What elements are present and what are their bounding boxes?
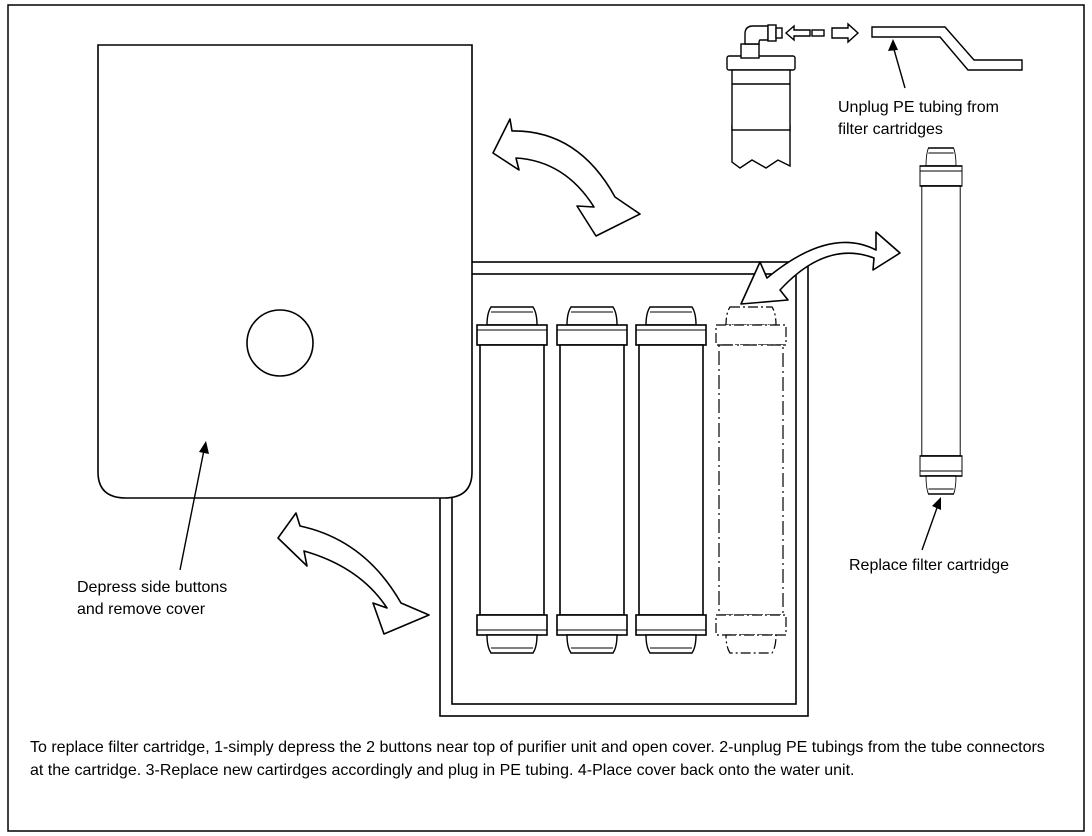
side-button bbox=[246, 309, 314, 377]
filter-cartridge-3 bbox=[635, 306, 707, 654]
filter-cartridge-removed bbox=[715, 306, 787, 654]
filter-cartridge-1 bbox=[476, 306, 548, 654]
leader-arrow-depress bbox=[179, 441, 209, 571]
filter-cartridge-2 bbox=[556, 306, 628, 654]
cover-close-arrow bbox=[277, 512, 430, 635]
leader-arrow-replace bbox=[921, 497, 941, 551]
cartridge-swap-arrow bbox=[740, 231, 901, 305]
tubing-detail bbox=[726, 22, 1023, 169]
label-replace-cartridge: Replace filter cartridge bbox=[849, 557, 1010, 574]
purifier-cover bbox=[97, 44, 473, 499]
leader-arrow-unplug bbox=[888, 39, 906, 89]
replacement-cartridge bbox=[919, 147, 963, 495]
outer-border bbox=[7, 4, 1085, 832]
instructions-text: To replace filter cartridge, 1-simply de… bbox=[30, 739, 1045, 779]
cover-open-arrow bbox=[492, 118, 641, 237]
